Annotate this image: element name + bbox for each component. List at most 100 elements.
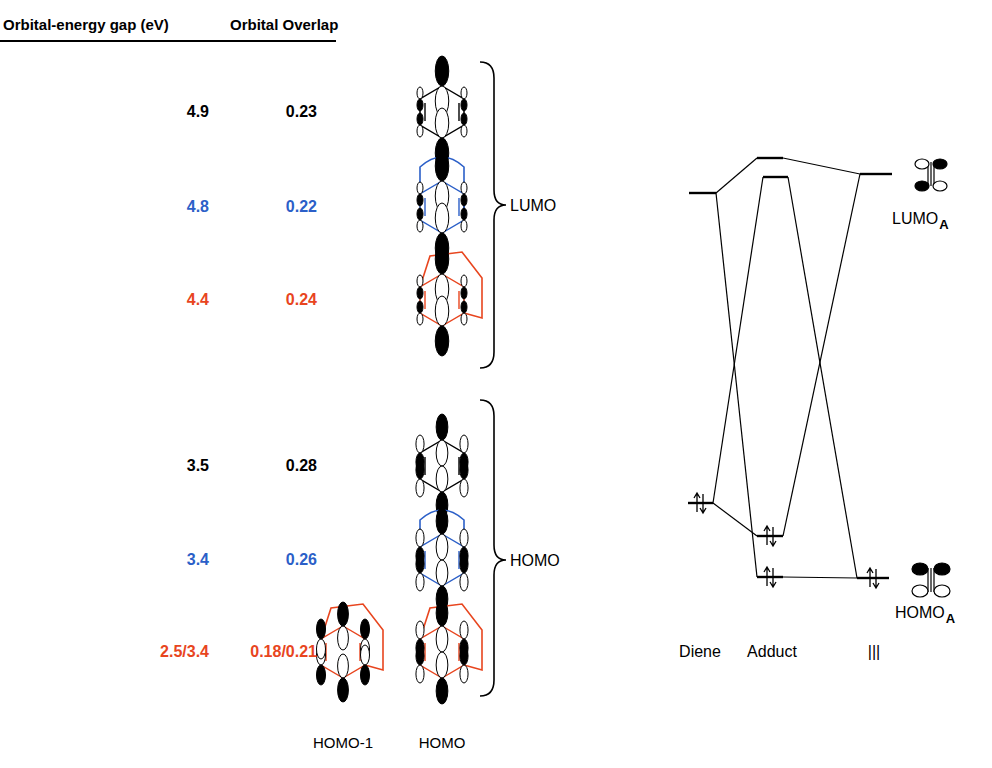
ring xyxy=(420,86,464,138)
orbital-label: ||| xyxy=(868,643,880,661)
p-lobe xyxy=(417,313,423,325)
orbital-label: Diene xyxy=(679,643,721,661)
orbital-label: HOMO-1 xyxy=(313,734,373,751)
p-lobe xyxy=(416,639,424,657)
double-bond xyxy=(458,103,459,121)
double-bond xyxy=(424,103,425,121)
table-value: 0.18/0.21 xyxy=(250,643,317,661)
orbital-label: HOMO xyxy=(895,604,945,622)
orbital-label: HOMO xyxy=(419,734,466,751)
column-header: Orbital-energy gap (eV) xyxy=(3,16,169,33)
p-lobe xyxy=(416,479,424,497)
double-bond xyxy=(424,291,425,309)
p-lobe xyxy=(436,626,448,652)
p-lobe xyxy=(416,453,424,471)
p-lobe xyxy=(461,208,467,220)
p-lobe xyxy=(460,665,468,683)
table-value: 4.8 xyxy=(187,198,209,216)
p-lobe xyxy=(361,665,370,685)
orbital-label: LUMO xyxy=(892,210,938,228)
double-bond xyxy=(458,198,459,216)
orbital-label: LUMO xyxy=(510,197,556,215)
double-bond xyxy=(424,643,425,661)
p-lobe xyxy=(416,573,424,591)
p-lobe xyxy=(435,56,449,86)
p-lobe xyxy=(361,645,370,665)
p-lobe xyxy=(461,220,467,232)
energy-levels xyxy=(688,158,892,578)
p-lobe xyxy=(461,125,467,137)
column-header: Orbital Overlap xyxy=(230,16,338,33)
p-lobe xyxy=(435,151,449,181)
double-bond xyxy=(458,551,459,569)
p-lobe xyxy=(461,182,467,194)
p-lobe xyxy=(461,301,467,313)
p-lobe xyxy=(417,125,423,137)
p-lobe xyxy=(417,194,423,206)
table-value: 0.26 xyxy=(286,551,317,569)
table-value: 3.4 xyxy=(187,551,209,569)
p-lobe xyxy=(460,621,468,639)
double-bond xyxy=(458,643,459,661)
p-lobe xyxy=(460,479,468,497)
double-bond xyxy=(424,551,425,569)
electron-arrows xyxy=(694,493,879,588)
double-bond xyxy=(424,198,425,216)
table-value: 4.4 xyxy=(187,291,209,309)
p-lobe xyxy=(436,600,448,626)
p-lobe xyxy=(460,461,468,479)
p-lobe xyxy=(417,301,423,313)
p-lobe xyxy=(417,208,423,220)
orbital-label: Adduct xyxy=(747,643,797,661)
bridge xyxy=(420,252,482,318)
ring xyxy=(420,181,464,233)
p-lobe xyxy=(461,194,467,206)
p-lobe xyxy=(461,87,467,99)
p-lobe xyxy=(435,326,449,356)
p-lobe xyxy=(436,678,448,704)
double-bond xyxy=(458,291,459,309)
p-lobe xyxy=(417,287,423,299)
p-lobe xyxy=(436,560,448,586)
p-lobe xyxy=(338,602,349,626)
p-lobe xyxy=(338,626,349,650)
p-lobe xyxy=(416,435,424,453)
orbital-label: HOMO xyxy=(510,552,560,570)
p-lobe xyxy=(416,529,424,547)
p-lobe xyxy=(435,203,449,233)
ring xyxy=(420,534,464,586)
p-lobe xyxy=(317,619,326,639)
subscript: A xyxy=(946,612,955,627)
p-lobe xyxy=(460,647,468,665)
table-value: 0.24 xyxy=(286,291,317,309)
p-lobe xyxy=(416,547,424,565)
double-bond xyxy=(424,457,425,475)
p-lobe xyxy=(317,639,326,659)
ring xyxy=(420,274,464,326)
p-lobe xyxy=(461,287,467,299)
p-lobe xyxy=(361,619,370,639)
alkyne-orbital xyxy=(912,563,950,597)
p-lobe xyxy=(460,435,468,453)
table-value: 2.5/3.4 xyxy=(160,643,209,661)
p-lobe xyxy=(436,466,448,492)
subscript: A xyxy=(939,218,948,233)
p-lobe xyxy=(436,508,448,534)
p-lobe xyxy=(416,665,424,683)
p-lobe xyxy=(436,440,448,466)
p-lobe xyxy=(461,113,467,125)
p-lobe xyxy=(435,244,449,274)
p-lobe xyxy=(460,555,468,573)
p-lobe xyxy=(436,534,448,560)
brace xyxy=(480,62,506,368)
p-lobe xyxy=(417,87,423,99)
p-lobe xyxy=(461,313,467,325)
p-lobe xyxy=(461,99,467,111)
table-value: 4.9 xyxy=(187,103,209,121)
p-lobe xyxy=(435,296,449,326)
ring xyxy=(420,626,464,678)
p-lobe xyxy=(338,678,349,702)
p-lobe xyxy=(417,99,423,111)
